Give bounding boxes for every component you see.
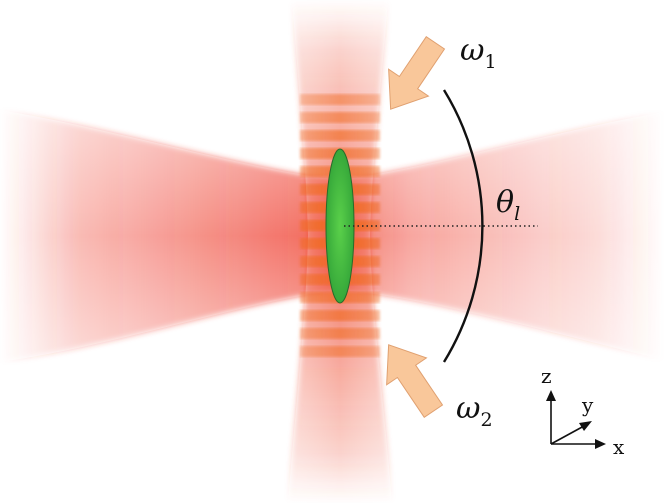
y-axis-line — [550, 425, 585, 445]
y-axis-label: y — [581, 393, 594, 417]
y-axis-arrowhead — [579, 421, 592, 431]
lattice-band — [300, 130, 380, 141]
coordinate-axes — [546, 390, 606, 449]
beam-arrow-omega1 — [388, 35, 446, 110]
omega1-label: ω1 — [460, 33, 497, 73]
beam-arrow-omega2 — [386, 344, 444, 419]
z-axis-arrowhead — [546, 390, 556, 401]
x-axis-label: x — [613, 435, 625, 459]
angle-arc — [442, 89, 484, 363]
omega2-label: ω2 — [456, 391, 493, 431]
lattice-band — [300, 112, 380, 123]
lattice-band — [300, 94, 380, 105]
lattice-band — [300, 328, 380, 339]
lattice-band — [300, 346, 380, 357]
lattice-band — [300, 310, 380, 321]
theta-label: θl — [496, 185, 520, 225]
x-axis-arrowhead — [595, 439, 606, 449]
z-axis-label: z — [541, 364, 552, 388]
